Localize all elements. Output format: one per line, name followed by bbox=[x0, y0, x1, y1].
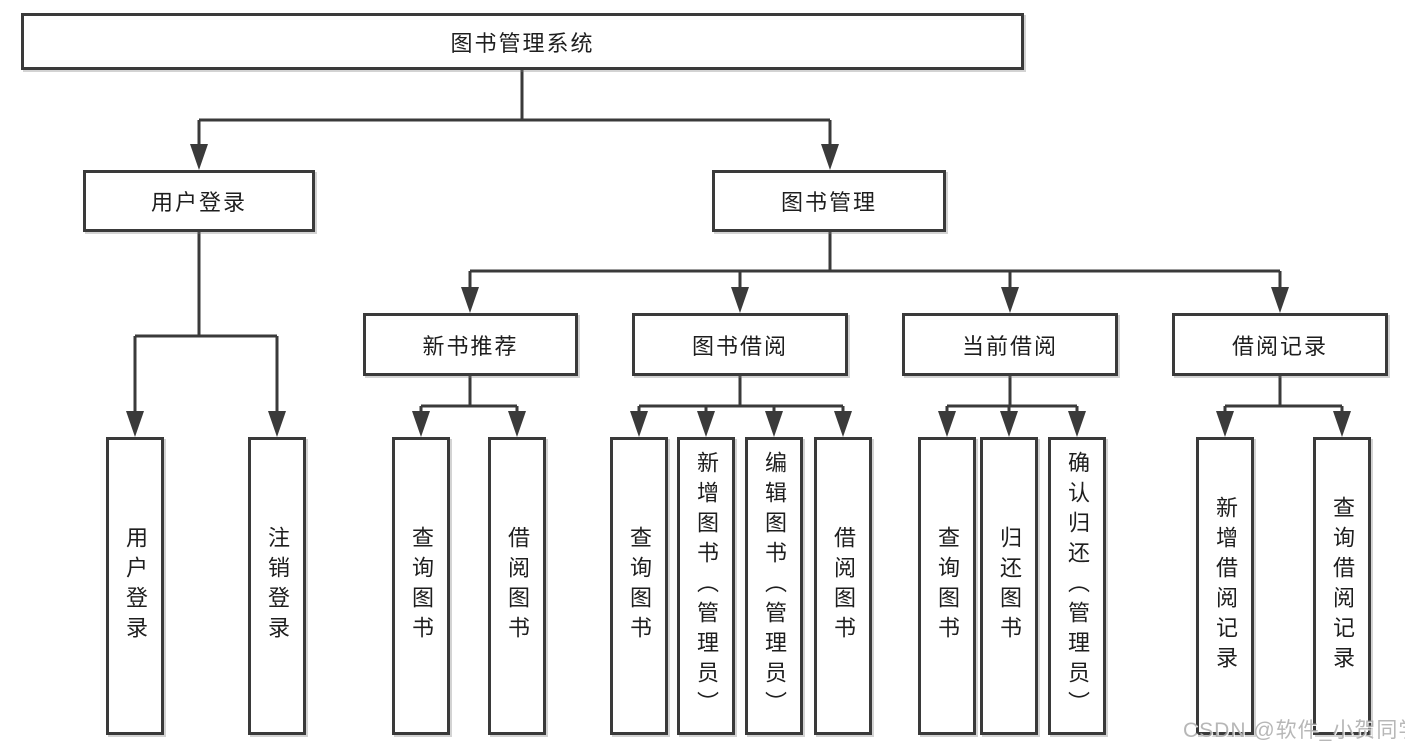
leaf-borrow-books: 借阅图书 bbox=[814, 437, 872, 735]
edge-bookmgmt-to-level3 bbox=[468, 232, 1282, 301]
leaf-logout: 注销登录 bbox=[248, 437, 306, 735]
leaf-borrow-books-recommend: 借阅图书 bbox=[488, 437, 546, 735]
leaf-query-borrow-record: 查询借阅记录 bbox=[1313, 437, 1371, 735]
leaf-user-login: 用户登录 bbox=[106, 437, 164, 735]
csdn-watermark: CSDN @软件_小贺同学 bbox=[1183, 719, 1405, 742]
leaf-confirm-return-admin: 确认归还（管理员） bbox=[1048, 437, 1106, 735]
leaf-query-books-recommend: 查询图书 bbox=[392, 437, 450, 735]
leaf-add-borrow-record: 新增借阅记录 bbox=[1196, 437, 1254, 735]
leaf-query-books-current: 查询图书 bbox=[918, 437, 976, 735]
edge-records-to-leaves bbox=[1223, 376, 1344, 425]
node-book-management: 图书管理 bbox=[712, 170, 946, 232]
node-current-borrow: 当前借阅 bbox=[902, 313, 1118, 376]
leaf-return-books: 归还图书 bbox=[980, 437, 1038, 735]
leaf-edit-books-admin: 编辑图书（管理员） bbox=[745, 437, 803, 735]
arrowheads bbox=[126, 144, 1351, 437]
node-root: 图书管理系统 bbox=[21, 13, 1024, 70]
edge-root-to-level2 bbox=[197, 69, 832, 158]
node-new-book-recommend: 新书推荐 bbox=[363, 313, 578, 376]
edge-borrow-to-leaves bbox=[637, 376, 845, 425]
node-borrow-records: 借阅记录 bbox=[1172, 313, 1388, 376]
edge-userlogin-to-leaves bbox=[133, 232, 279, 425]
node-user-login: 用户登录 bbox=[83, 170, 315, 232]
leaf-add-books-admin: 新增图书（管理员） bbox=[677, 437, 735, 735]
edge-newbook-to-leaves bbox=[419, 376, 519, 425]
leaf-query-books-borrow: 查询图书 bbox=[610, 437, 668, 735]
node-book-borrow: 图书借阅 bbox=[632, 313, 848, 376]
